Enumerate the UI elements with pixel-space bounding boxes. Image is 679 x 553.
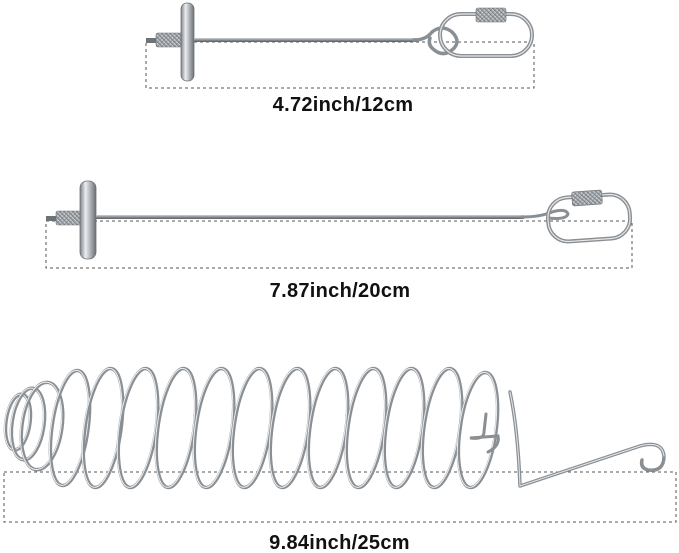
long-skewer-disc (79, 180, 97, 260)
long-skewer-knurled-nut (55, 210, 83, 226)
spiral-coil-highlight (116, 367, 158, 488)
spiral-skewer (3, 366, 677, 523)
spiral-skewer-dimension-line (3, 471, 677, 523)
spiral-coil-highlight (230, 367, 272, 488)
spiral-coil-highlight (192, 367, 234, 488)
long-skewer-dimension-line (45, 220, 633, 269)
short-skewer-hook (412, 26, 459, 56)
short-skewer-carabiner-lock (475, 7, 507, 23)
spiral-coil-highlight (154, 367, 196, 488)
long-skewer-dimension-label: 7.87inch/20cm (269, 280, 411, 302)
long-skewer-carabiner-lock (571, 189, 603, 207)
spiral-skewer-dimension-label: 9.84inch/25cm (269, 532, 410, 553)
spiral-coil-highlight (268, 367, 310, 488)
spiral-coil-highlight (48, 369, 90, 486)
long-skewer-rod-tip (46, 216, 58, 221)
long-skewer-rod (96, 215, 524, 219)
spiral-coil-highlight (344, 367, 386, 488)
long-skewer-hook (520, 208, 570, 220)
spiral-coils (3, 366, 500, 490)
spiral-coil-highlight (306, 367, 348, 488)
long-skewer (45, 180, 633, 269)
spiral-coil-highlight (382, 367, 424, 488)
spiral-clip (469, 412, 500, 454)
short-skewer-rod (194, 38, 416, 42)
spiral-coil-highlight (456, 371, 498, 488)
short-skewer (145, 2, 535, 89)
spiral-coil-highlight (19, 381, 63, 471)
spiral-tail-wire-highlight (509, 391, 665, 487)
short-skewer-dimension-label: 4.72inch/12cm (272, 94, 414, 116)
spiral-coil-highlight (9, 387, 45, 461)
short-skewer-rod-tip (146, 38, 158, 43)
